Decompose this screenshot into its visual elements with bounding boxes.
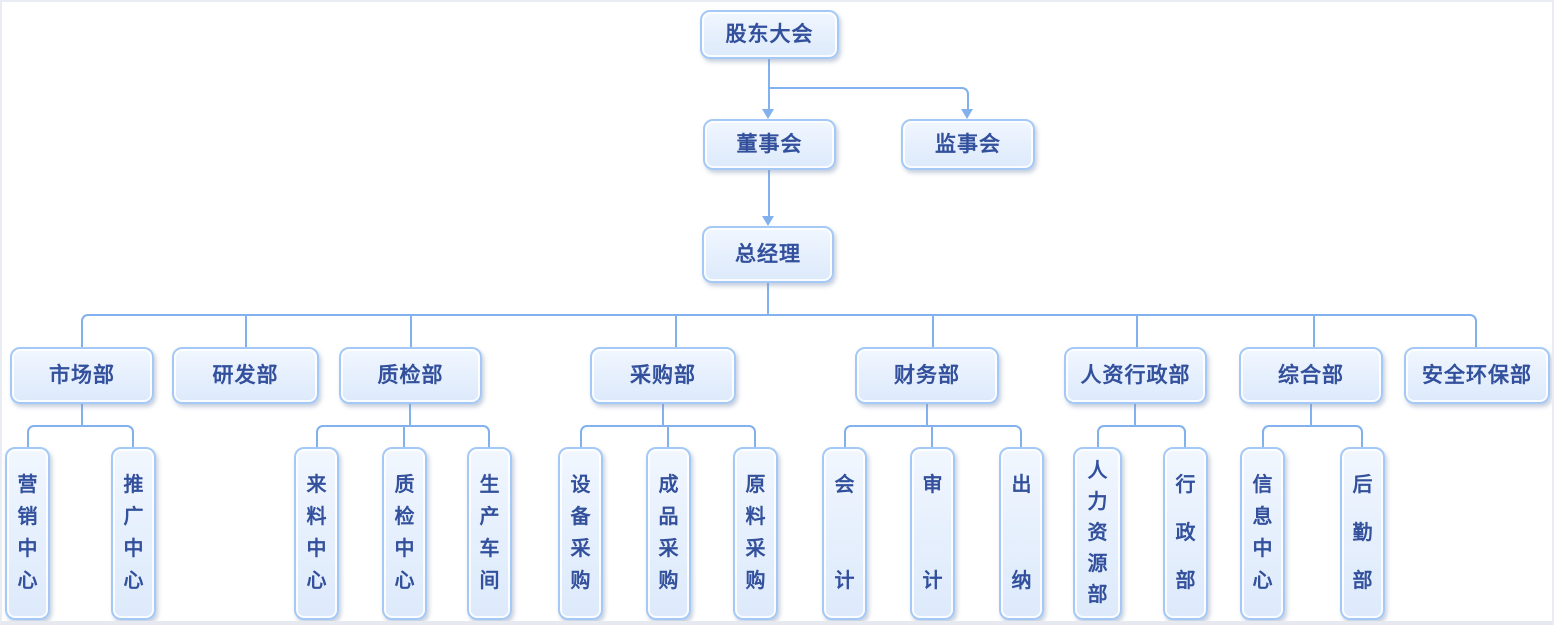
connector-purchasing-stub (662, 404, 664, 426)
org-node-human-resources[interactable]: 人力资源部 (1073, 447, 1122, 620)
node-label: 设备采购 (570, 474, 591, 592)
node-label: 股东大会 (725, 22, 814, 46)
connector-marketing-right (81, 425, 134, 447)
connector-drop-purchasing (675, 314, 677, 347)
connector-hr-admin-stub (1134, 404, 1136, 426)
connector-finance-right (926, 425, 1022, 447)
org-node-dept-hr-admin[interactable]: 人资行政部 (1064, 347, 1207, 404)
connector-supervisory-drop (967, 106, 969, 111)
org-node-dept-marketing[interactable]: 市场部 (10, 347, 154, 404)
arrowhead-gm (762, 216, 774, 226)
connector-purchasing-left (580, 425, 663, 447)
org-node-raw-material-purchasing[interactable]: 原料采购 (733, 447, 778, 620)
node-label: 推广中心 (123, 474, 144, 592)
arrowhead-board (762, 109, 774, 119)
org-node-quality-inspection-center[interactable]: 质检中心 (382, 447, 427, 620)
org-node-information-center[interactable]: 信息中心 (1240, 447, 1285, 620)
org-node-finished-goods-purchasing[interactable]: 成品采购 (646, 447, 691, 620)
connector-quality-left (316, 425, 410, 447)
node-label: 财务部 (894, 363, 960, 387)
org-node-board-of-directors[interactable]: 董事会 (703, 119, 836, 170)
connector-quality-right (409, 425, 490, 447)
connector-trunk-right (768, 314, 1477, 347)
node-label: 营销中心 (17, 474, 38, 592)
connector-quality-stub (409, 404, 411, 426)
connector-general-right (1310, 425, 1363, 447)
org-node-dept-safety-environment[interactable]: 安全环保部 (1404, 347, 1550, 404)
org-node-dept-finance[interactable]: 财务部 (855, 347, 999, 404)
node-label: 来料中心 (306, 474, 327, 592)
node-label: 研发部 (212, 363, 279, 387)
org-node-promotion-center[interactable]: 推广中心 (111, 447, 156, 620)
org-node-incoming-material-center[interactable]: 来料中心 (294, 447, 339, 620)
node-label: 生产车间 (479, 474, 500, 592)
connector-quality-mid (403, 425, 405, 447)
org-node-dept-general-affairs[interactable]: 综合部 (1239, 347, 1383, 404)
node-label: 出纳 (1011, 474, 1032, 592)
node-label: 后勤部 (1352, 474, 1373, 592)
connector-marketing-stub (81, 404, 83, 426)
node-label: 监事会 (935, 132, 1001, 156)
connector-drop-hr-admin (1136, 314, 1138, 347)
node-label: 原料采购 (745, 474, 766, 592)
connector-drop-finance (932, 314, 934, 347)
node-label: 采购部 (630, 363, 696, 387)
connector-marketing-left (27, 425, 82, 447)
connector-hr-admin-left (1097, 425, 1135, 447)
node-label: 人力资源部 (1087, 460, 1108, 606)
node-label: 董事会 (736, 132, 803, 156)
connector-finance-left (844, 425, 927, 447)
connector-shareholders-board (768, 59, 770, 111)
org-node-dept-rnd[interactable]: 研发部 (172, 347, 319, 404)
connector-purchasing-right (662, 425, 756, 447)
org-node-logistics[interactable]: 后勤部 (1340, 447, 1385, 620)
connector-board-gm (768, 170, 770, 218)
node-label: 市场部 (49, 363, 115, 387)
connector-shareholders-supervisory (768, 87, 969, 109)
connector-drop-general (1313, 314, 1315, 347)
org-node-dept-quality[interactable]: 质检部 (339, 347, 482, 404)
connector-purchasing-mid (667, 425, 669, 447)
arrowhead-supervisory (961, 109, 973, 119)
connector-finance-mid (931, 425, 933, 447)
node-label: 行政部 (1175, 474, 1196, 592)
node-label: 信息中心 (1252, 474, 1273, 592)
connector-drop-quality (410, 314, 412, 347)
node-label: 综合部 (1278, 363, 1344, 387)
org-node-dept-purchasing[interactable]: 采购部 (590, 347, 736, 404)
node-label: 审计 (922, 474, 943, 592)
connector-gm-trunk (767, 283, 769, 315)
org-node-general-manager[interactable]: 总经理 (702, 226, 834, 283)
connector-trunk-left (81, 314, 768, 347)
node-label: 质检中心 (394, 474, 415, 592)
node-label: 人资行政部 (1080, 363, 1191, 387)
org-node-production-workshop[interactable]: 生产车间 (467, 447, 512, 620)
org-node-cashier[interactable]: 出纳 (999, 447, 1044, 620)
org-node-audit[interactable]: 审计 (910, 447, 955, 620)
node-label: 会计 (834, 474, 855, 592)
connector-finance-stub (926, 404, 928, 426)
org-node-administration[interactable]: 行政部 (1163, 447, 1208, 620)
connector-general-stub (1310, 404, 1312, 426)
connector-general-left (1262, 425, 1311, 447)
node-label: 安全环保部 (1422, 363, 1532, 387)
org-node-shareholders-meeting[interactable]: 股东大会 (700, 10, 839, 59)
connector-hr-admin-right (1134, 425, 1186, 447)
org-node-equipment-purchasing[interactable]: 设备采购 (558, 447, 603, 620)
org-node-supervisory-board[interactable]: 监事会 (901, 119, 1035, 170)
node-label: 成品采购 (658, 474, 679, 592)
node-label: 总经理 (735, 242, 801, 266)
org-node-marketing-center[interactable]: 营销中心 (5, 447, 50, 620)
connector-drop-rnd (245, 314, 247, 347)
node-label: 质检部 (377, 363, 444, 387)
org-node-accounting[interactable]: 会计 (822, 447, 867, 620)
